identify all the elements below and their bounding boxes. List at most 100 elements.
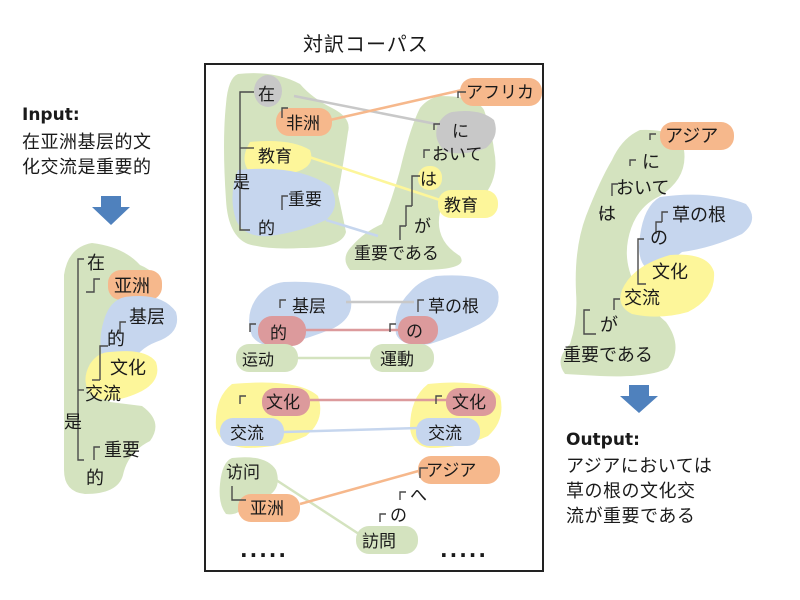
output-down-arrow-icon (620, 385, 658, 413)
output-node: おいて (616, 178, 669, 199)
pair4-ja-node: の (390, 506, 407, 526)
pair4-ja-orange-patch (418, 456, 500, 484)
pair1-ja-yellow-patch-wa (418, 166, 442, 190)
pair1-zh-node: 是 (233, 173, 250, 193)
pair1-ja-yellow-patch-kyouiku (438, 190, 498, 218)
output-label: Output: (566, 430, 640, 450)
output-orange-patch (660, 122, 734, 150)
input-node: 交流 (85, 384, 121, 405)
input-orange-patch (108, 270, 162, 300)
input-sentence: 在亚洲基层的文 化交流是重要的 (22, 130, 152, 180)
pair4-align-orange (299, 468, 423, 506)
pair2-ja-node: 草の根 (428, 297, 479, 317)
pair1-align-blue (325, 218, 379, 238)
pair2-ja-red-patch (398, 316, 438, 344)
output-tree: アジア に おいて は 草の根 の 文化 交流 が 重要である (560, 122, 753, 377)
output-node: に (642, 152, 660, 173)
pair4-ja-node: へ (410, 486, 427, 506)
pair4-ja-green-patch (356, 526, 418, 554)
pair3-zh-red-patch (262, 388, 310, 416)
pair2-zh-node: 运动 (242, 350, 274, 369)
pair2-zh-node: 基层 (292, 297, 326, 317)
output-node: は (598, 204, 616, 225)
output-node: 交流 (624, 288, 660, 309)
pair1-align-orange (329, 88, 463, 122)
pair3-zh-node: 文化 (266, 393, 300, 413)
pair1-zh-blue-patch (232, 168, 336, 237)
output-node: 重要である (563, 345, 653, 366)
pair1-ja-node: おいて (432, 145, 483, 165)
pair1-zh-node: 的 (258, 219, 275, 239)
pair2-zh-red-patch (258, 316, 306, 346)
pair1-ja-node: が (414, 217, 431, 237)
output-node: が (600, 315, 618, 336)
input-node: 在 (87, 253, 105, 274)
pair4-zh-node: 访问 (226, 463, 260, 483)
input-tree-brackets (77, 258, 126, 461)
corpus-pair-3: 文化 交流 文化 交流 (215, 382, 502, 448)
pair1-zh-node: 非洲 (286, 114, 320, 134)
input-node: 基层 (129, 307, 165, 328)
pair1-zh-node: 在 (258, 85, 275, 105)
pair4-zh-node: 亚洲 (250, 499, 284, 519)
input-node: 亚洲 (114, 276, 150, 297)
pair4-ja-node: 訪問 (362, 532, 396, 552)
pair4-zh-orange-patch (238, 494, 300, 522)
pair3-zh-node: 交流 (230, 424, 264, 444)
output-node: の (650, 228, 668, 249)
pair3-align-blue (283, 426, 419, 434)
pair1-ja-gray-patch (436, 111, 496, 154)
pair1-zh-gray-patch (254, 75, 282, 107)
pair3-ja-node: 交流 (428, 424, 462, 444)
pair1-zh-node: 重要 (288, 190, 322, 210)
output-blue-patch (639, 194, 753, 270)
output-node: 文化 (652, 262, 688, 283)
pair1-align-yellow (305, 154, 441, 202)
pair3-ja-blue-patch (416, 418, 480, 446)
corpus-ellipsis-right: ····· (440, 543, 488, 567)
pair3-ja-red-patch (446, 388, 496, 416)
input-sentence-line-1: 在亚洲基层的文 (22, 132, 152, 153)
input-sentence-line-2: 化交流是重要的 (22, 157, 152, 178)
pair4-brackets (231, 467, 428, 522)
pair1-zh-yellow-patch (244, 141, 312, 175)
pair3-brackets (239, 395, 442, 404)
input-tree: 在 亚洲 基层 的 文化 交流 是 重要 的 (64, 243, 178, 494)
corpus-ellipsis-left: ····· (240, 543, 288, 567)
pair1-ja-node: アフリカ (466, 83, 534, 103)
output-yellow-patch (620, 254, 715, 317)
corpus-title: 対訳コーパス (303, 32, 429, 56)
pair2-ja-green-patch (370, 344, 434, 372)
pair1-ja-node: 教育 (444, 196, 478, 216)
pair1-ja-node: 重要である (354, 244, 439, 264)
output-node: 草の根 (672, 205, 726, 226)
corpus-frame (204, 63, 544, 572)
input-node: 重要 (104, 440, 140, 461)
input-node: 是 (64, 412, 82, 433)
pair1-ja-orange-patch (460, 78, 542, 106)
pair2-ja-node: の (406, 322, 423, 342)
input-node: 的 (107, 329, 125, 350)
output-sentence-line-1: アジアにおいては (566, 456, 713, 477)
output-node: アジア (665, 126, 718, 147)
output-sentence-line-3: 流が重要である (566, 506, 696, 527)
input-yellow-patch (85, 351, 158, 400)
input-down-arrow-icon (92, 196, 130, 225)
output-sentence-line-2: 草の根の文化交 (566, 481, 696, 502)
input-node: 的 (86, 468, 104, 489)
pair1-brackets (239, 91, 466, 240)
pair2-zh-node: 的 (270, 324, 287, 344)
corpus-pair-2: 基层 的 运动 草の根 の 運動 (236, 275, 499, 372)
pair1-ja-node: は (420, 170, 437, 190)
input-label: Input: (22, 105, 80, 125)
pair4-align-green (269, 474, 363, 538)
corpus-pair-1: 在 非洲 教育 是 重要 的 アフリカ に おいて は 教育 が 重要である (224, 73, 542, 270)
output-sentence: アジアにおいては 草の根の文化交 流が重要である (566, 454, 712, 529)
pair4-ja-node: アジア (426, 461, 476, 481)
pair2-zh-green-patch (236, 344, 298, 372)
input-node: 文化 (110, 358, 146, 379)
pair2-ja-node: 運動 (380, 350, 414, 370)
pair1-ja-node: に (452, 122, 469, 142)
pair1-zh-node: 教育 (258, 147, 292, 167)
